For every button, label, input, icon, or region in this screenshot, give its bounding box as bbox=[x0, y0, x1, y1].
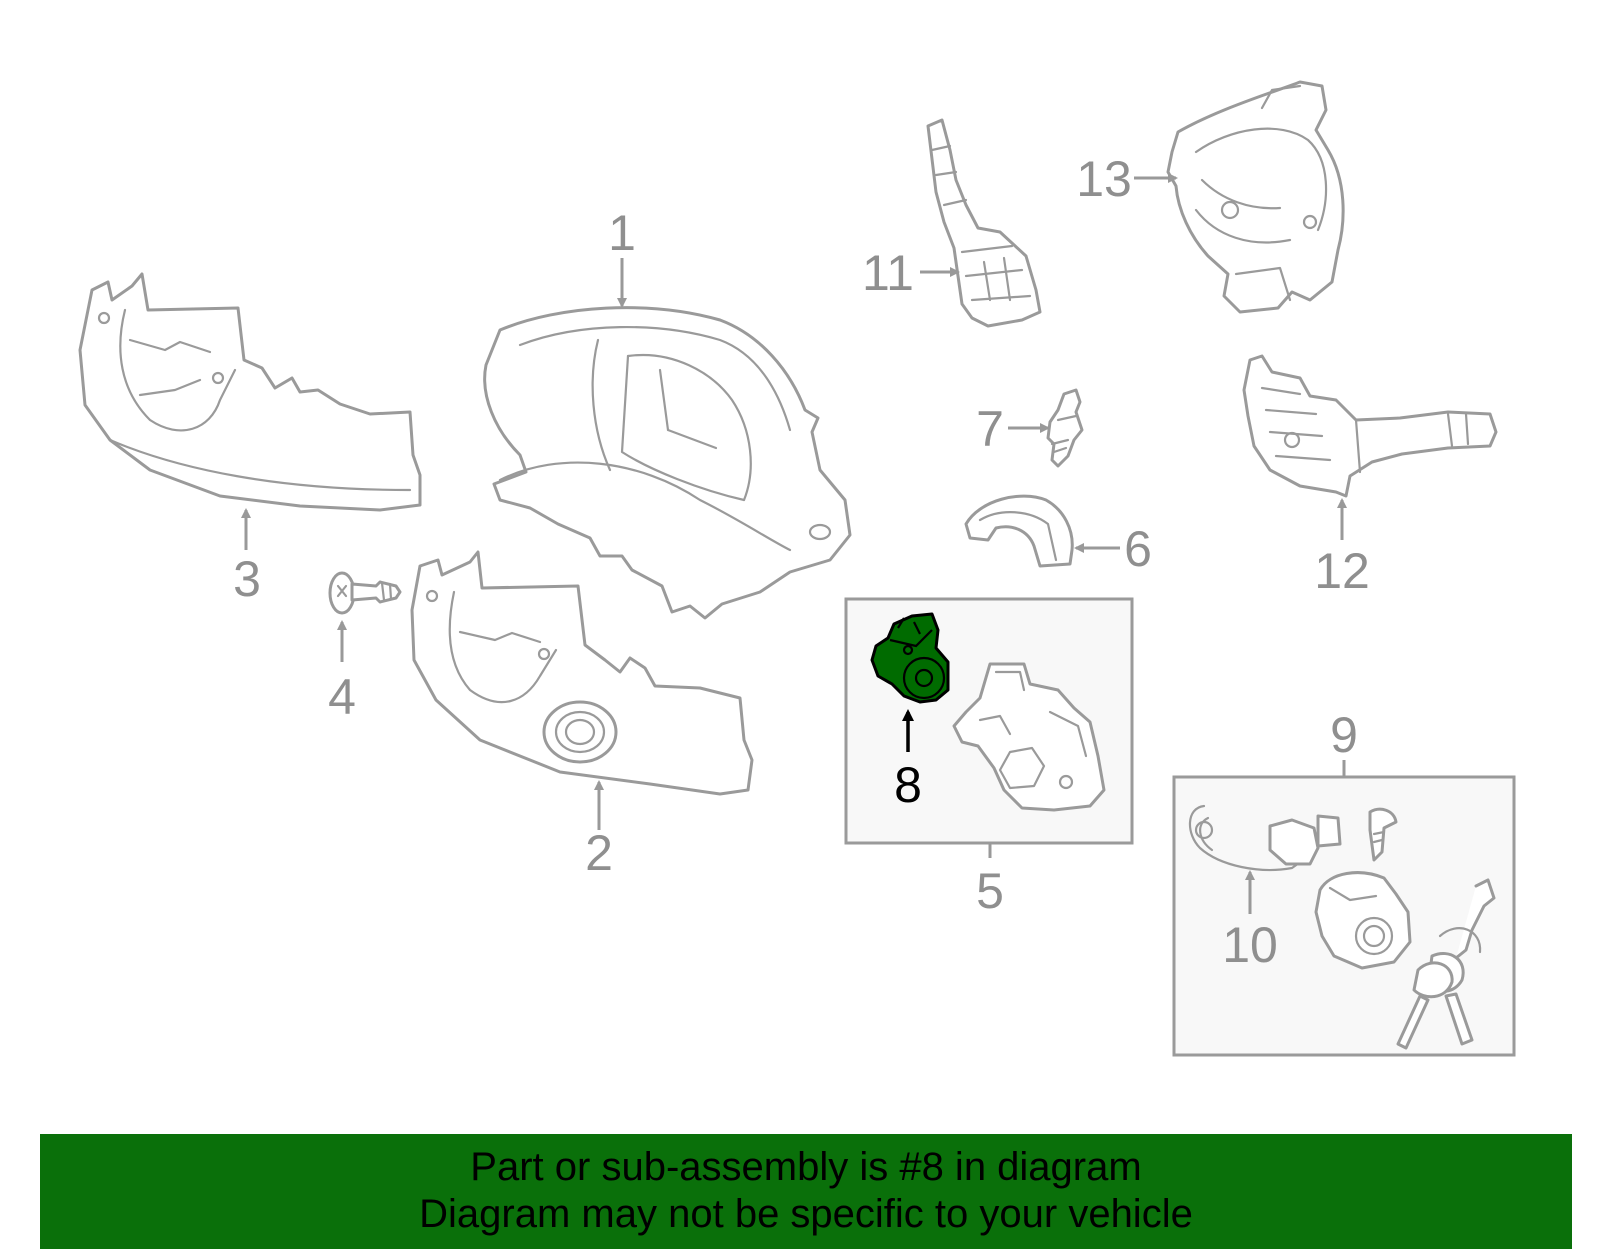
part-12-switch[interactable] bbox=[1242, 354, 1498, 498]
part-11-switch[interactable] bbox=[926, 118, 1042, 328]
callout-4[interactable]: 4 bbox=[328, 669, 356, 725]
part-9-lock-cylinder[interactable] bbox=[1314, 871, 1412, 970]
parts-diagram: 1 2 3 4 5 6 7 8 9 10 11 12 13 bbox=[78, 80, 1516, 1057]
callout-1[interactable]: 1 bbox=[608, 205, 636, 261]
part-3-upper-column-cover[interactable] bbox=[78, 272, 422, 512]
callout-12[interactable]: 12 bbox=[1314, 543, 1370, 599]
callout-7[interactable]: 7 bbox=[976, 401, 1004, 457]
callout-5[interactable]: 5 bbox=[976, 863, 1004, 919]
part-2-lower-column-cover[interactable] bbox=[410, 550, 754, 796]
part-9-screw[interactable] bbox=[1368, 807, 1398, 862]
part-10-harness[interactable] bbox=[1188, 804, 1342, 872]
part-1-instrument-housing[interactable] bbox=[483, 306, 852, 620]
part-8-ignition-switch[interactable] bbox=[870, 612, 950, 704]
callout-9[interactable]: 9 bbox=[1330, 707, 1358, 763]
part-4-screw[interactable] bbox=[328, 571, 402, 615]
info-banner: Part or sub-assembly is #8 in diagram Di… bbox=[40, 1134, 1572, 1249]
callout-13[interactable]: 13 bbox=[1076, 151, 1132, 207]
callout-10[interactable]: 10 bbox=[1222, 917, 1278, 973]
part-7-sensor[interactable] bbox=[1046, 388, 1084, 468]
callout-3[interactable]: 3 bbox=[233, 551, 261, 607]
callout-6[interactable]: 6 bbox=[1124, 521, 1152, 577]
part-9-keys[interactable] bbox=[1396, 878, 1496, 1050]
banner-line-part: Part or sub-assembly is #8 in diagram bbox=[470, 1145, 1142, 1189]
part-6-clamp[interactable] bbox=[964, 494, 1074, 568]
callout-8[interactable]: 8 bbox=[894, 757, 922, 813]
banner-line-disclaimer: Diagram may not be specific to your vehi… bbox=[419, 1192, 1193, 1236]
callout-11[interactable]: 11 bbox=[862, 245, 914, 301]
callout-2[interactable]: 2 bbox=[585, 825, 613, 881]
part-13-clock-spring[interactable] bbox=[1166, 80, 1345, 314]
